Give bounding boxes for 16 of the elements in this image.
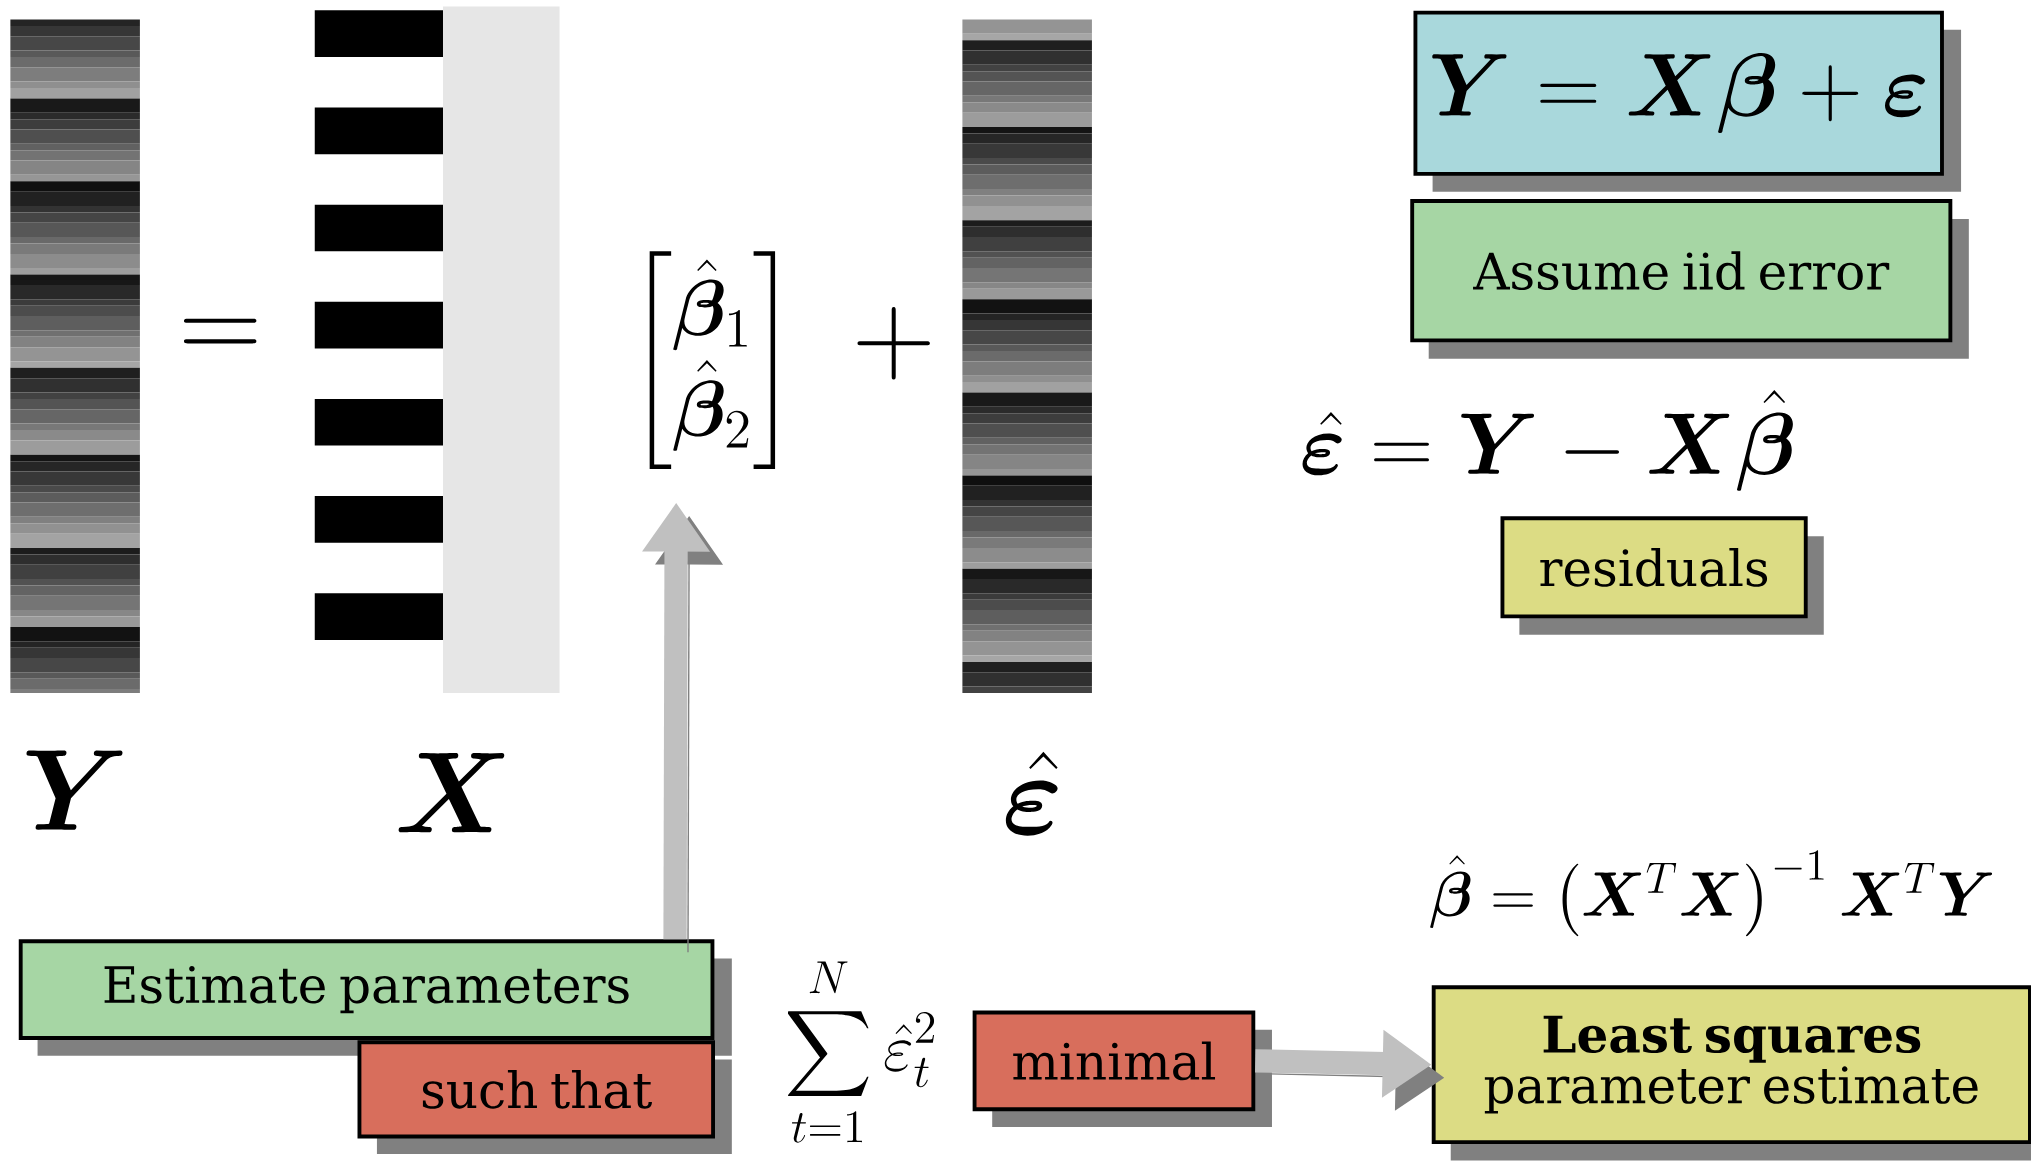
formula-label: $+$ xyxy=(857,307,930,380)
text-box: Assume iid error xyxy=(1410,199,1969,359)
text-box: minimal xyxy=(972,1010,1272,1127)
formula-label: $\sum_{t=1}^{N}\hat{\varepsilon}_t^{2}$ xyxy=(788,961,935,1143)
formula-label: $\boldsymbol{Y}$ xyxy=(26,750,123,830)
text-box: such that xyxy=(357,1040,732,1154)
formula-label: $=$ xyxy=(183,318,257,344)
text-box: residuals xyxy=(1500,516,1824,635)
text-box: Least squares parameter estimate xyxy=(1431,985,2031,1161)
text-box: Estimate parameters xyxy=(18,939,732,1056)
text-box: $\boldsymbol{Y}=\boldsymbol{X}\boldsymbol{\beta}+\boldsymbol{\varepsilon}$ xyxy=(1413,10,1962,192)
formula-label: $\boldsymbol{X}$ xyxy=(398,753,505,833)
formula-label: $\hat{\boldsymbol{\varepsilon}}=\boldsymbol{Y}-\boldsymbol{X}\hat{\boldsymbol{\beta}}$ xyxy=(1302,389,1793,491)
vector-formula: $\left[\begin{matrix}\hat{\boldsymbol{\beta}}_1\\ \hat{\boldsymbol{\beta}}_2\end{matrix}\right]$ xyxy=(649,251,776,469)
formula-label: $\hat{\boldsymbol{\beta}}=\left(\boldsymbol{X}^T\boldsymbol{X}\right)^{-1}\boldsymbol{X}^T\boldsymbol{Y}$ xyxy=(1430,850,1993,937)
formula-label: $\hat{\boldsymbol{\varepsilon}}$ xyxy=(1005,751,1058,836)
